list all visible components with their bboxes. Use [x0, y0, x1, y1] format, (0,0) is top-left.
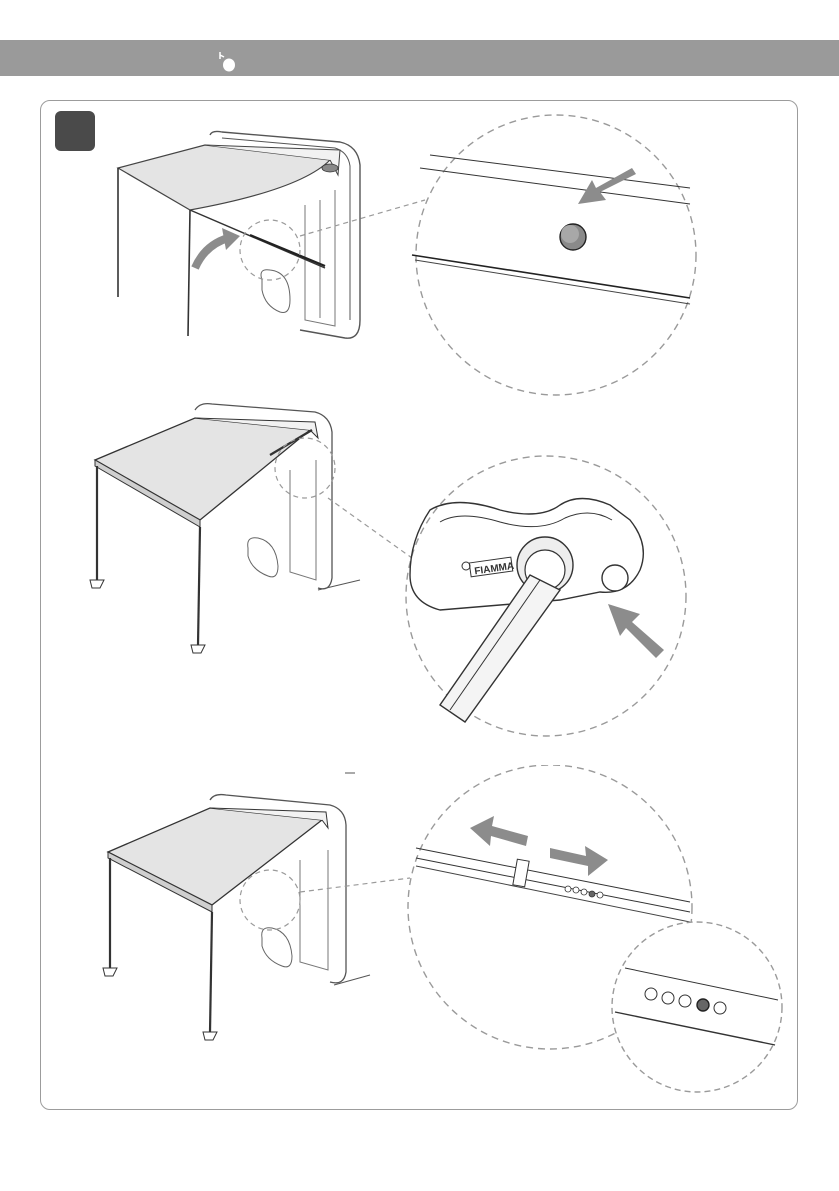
header-band — [0, 40, 839, 76]
panel-2-leg-attachment: FIAMMA — [0, 395, 839, 745]
hand-pointer-icon — [214, 49, 238, 73]
adjust-holes-small — [565, 886, 603, 898]
panel-3-length-adjustment — [0, 765, 839, 1100]
panel-1-awning-extended — [0, 100, 839, 400]
